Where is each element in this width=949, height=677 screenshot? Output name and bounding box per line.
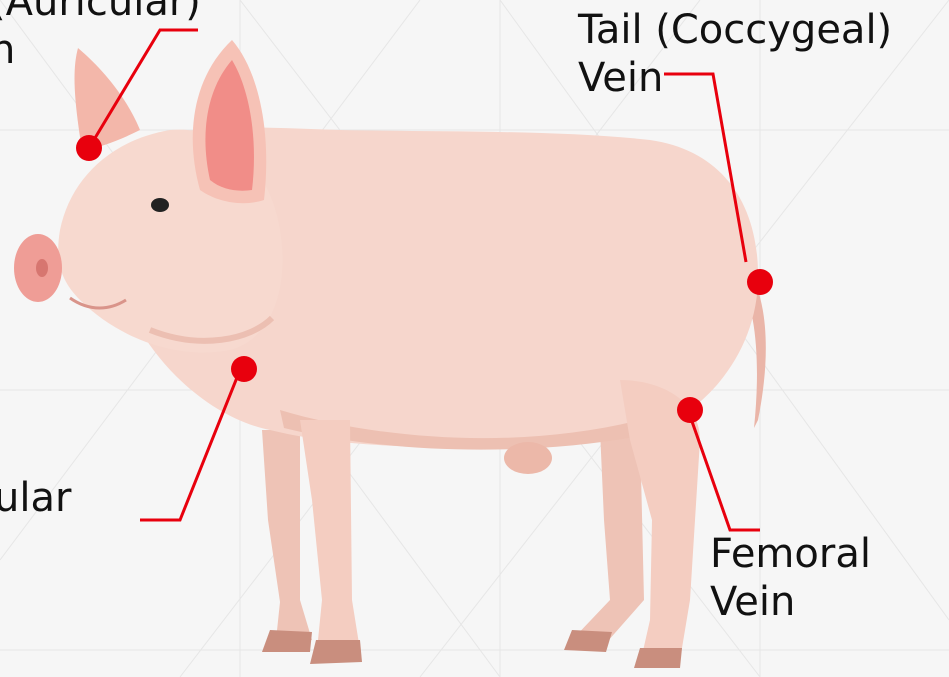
pig-hoof bbox=[634, 648, 682, 668]
ear-vein-marker bbox=[76, 135, 102, 161]
pig-nostril bbox=[36, 259, 48, 277]
tail-vein-label-line-1: Tail (Coccygeal) bbox=[578, 6, 892, 54]
femoral-vein-label-line-1: Femoral bbox=[710, 530, 871, 578]
ear-vein-label-line-2: n bbox=[0, 26, 201, 74]
pig-udder bbox=[504, 442, 552, 474]
femoral-vein-label-line-2: Vein bbox=[710, 578, 871, 626]
tail-vein-label-line-2: Vein bbox=[578, 54, 892, 102]
femoral-vein-marker bbox=[677, 397, 703, 423]
pig-far-back-leg bbox=[572, 430, 644, 650]
tail-vein-label: Tail (Coccygeal) Vein bbox=[578, 6, 892, 102]
pig-illustration bbox=[14, 40, 766, 668]
jugular-vein-label-line-1: ular bbox=[0, 474, 71, 522]
pig-eye bbox=[151, 198, 169, 212]
pig-near-front-leg bbox=[300, 420, 360, 660]
femoral-vein-label: Femoral Vein bbox=[710, 530, 871, 626]
pig-hoof bbox=[310, 640, 362, 664]
pig-far-front-leg bbox=[262, 430, 312, 640]
ear-vein-label-line-1: (Auricular) bbox=[0, 0, 201, 26]
pig-hoof bbox=[564, 630, 612, 652]
femoral-vein-leader-line bbox=[688, 410, 760, 530]
jugular-vein-label: ular bbox=[0, 474, 71, 522]
tail-vein-marker bbox=[747, 269, 773, 295]
pig-hoof bbox=[262, 630, 312, 652]
jugular-vein-marker bbox=[231, 356, 257, 382]
ear-vein-label: (Auricular) n bbox=[0, 0, 201, 74]
